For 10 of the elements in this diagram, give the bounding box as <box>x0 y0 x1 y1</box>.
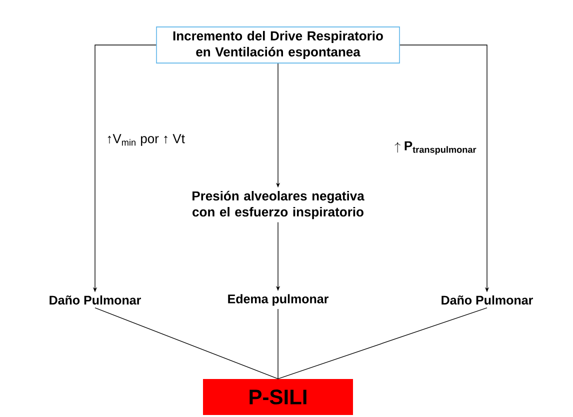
outcome-text: Daño Pulmonar <box>442 295 533 305</box>
outcome-text: Edema pulmonar <box>228 294 328 306</box>
connector-line <box>278 307 488 380</box>
connector-line <box>94 307 278 380</box>
edge-label: $\uparrow\mathbf{P}_{\mathbf{transpulmonar}}$ <box>394 140 478 156</box>
title-box: Incremento del Drive Respiratorio en Ventilación espontanea <box>156 26 400 64</box>
result-box: P-SILI <box>203 379 353 415</box>
step-text: Presión alveolares negativa con el esfuerzo inspiratorio <box>192 190 364 220</box>
edge-label: ↑V$_{min}$ por ↑ Vt <box>105 133 186 147</box>
outcome-text: Daño Pulmonar <box>50 295 141 305</box>
